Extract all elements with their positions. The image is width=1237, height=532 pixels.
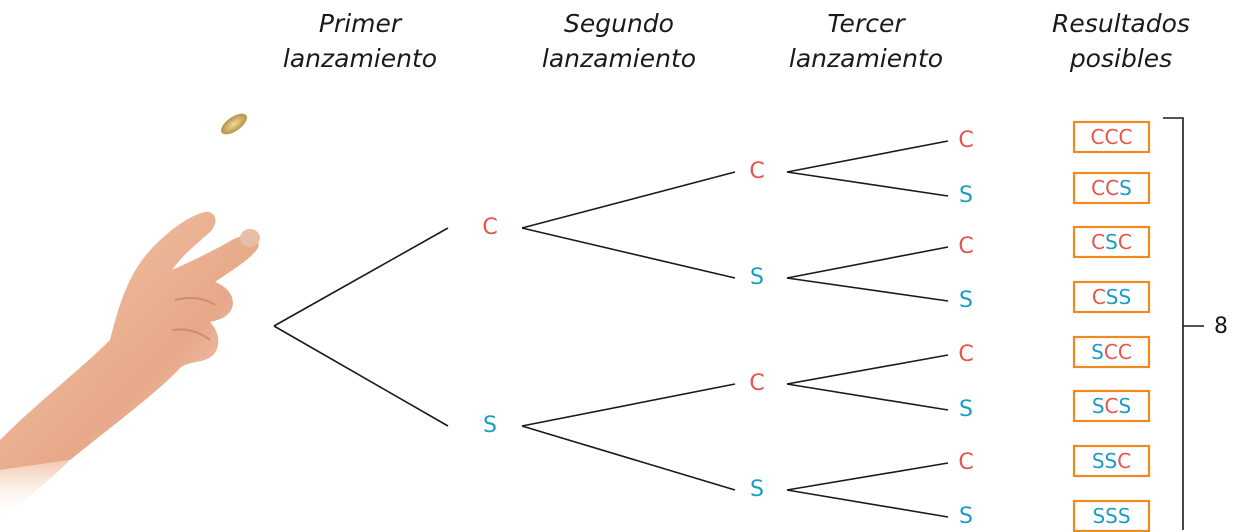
header-third-toss: Tercer lanzamiento: [766, 6, 966, 76]
result-letter-3-0: C: [1092, 285, 1106, 309]
node-third-c-0: C: [958, 128, 973, 153]
node-third-s-7: S: [959, 504, 973, 529]
result-box-0: [1072, 120, 1151, 154]
result-letter-1-1: C: [1105, 176, 1119, 200]
coin-icon: [221, 113, 247, 135]
result-text-2: CSC: [1091, 230, 1132, 254]
result-text-0: CCC: [1091, 125, 1133, 149]
result-box-1: [1072, 171, 1151, 205]
result-box-5: [1072, 389, 1151, 423]
branch-line-l2-0: [521, 171, 736, 229]
result-letter-0-0: C: [1091, 125, 1105, 149]
node-first-c-0: C: [482, 215, 497, 240]
node-third-s-3: S: [959, 288, 973, 313]
branch-line-l2-1: [521, 227, 736, 279]
total-count-label: 8: [1214, 314, 1228, 339]
branch-line-l3-0: [786, 140, 949, 173]
branch-line-l3-5: [786, 383, 949, 411]
result-box-6: [1072, 444, 1151, 478]
result-letter-7-1: S: [1105, 504, 1118, 528]
header-third-line2: lanzamiento: [788, 44, 944, 73]
header-first-line1: Primer: [318, 9, 402, 38]
branch-line-l1-1: [273, 325, 449, 427]
result-letter-7-0: S: [1092, 504, 1105, 528]
header-second-line1: Segundo: [564, 9, 674, 38]
result-letter-6-2: C: [1117, 449, 1131, 473]
node-second-c-0: C: [749, 159, 764, 184]
result-box-3: [1072, 280, 1151, 314]
node-second-s-3: S: [750, 477, 764, 502]
header-results: Resultados posibles: [1021, 6, 1221, 76]
branch-line-l3-3: [786, 277, 949, 302]
result-letter-6-0: S: [1092, 449, 1105, 473]
bracket-line: [1163, 117, 1184, 530]
result-letter-0-1: C: [1105, 125, 1119, 149]
branch-line-l3-6: [786, 462, 949, 491]
node-first-s-1: S: [483, 413, 497, 438]
result-text-4: SCC: [1091, 340, 1132, 364]
result-letter-4-2: C: [1118, 340, 1132, 364]
node-third-c-6: C: [958, 450, 973, 475]
result-text-1: CCS: [1091, 176, 1132, 200]
result-text-6: SSC: [1092, 449, 1131, 473]
branch-line-l2-2: [521, 383, 736, 427]
header-second-line2: lanzamiento: [541, 44, 697, 73]
result-letter-2-1: S: [1105, 230, 1118, 254]
header-first-line2: lanzamiento: [282, 44, 438, 73]
header-first-toss: Primer lanzamiento: [260, 6, 460, 76]
result-letter-5-0: S: [1092, 394, 1105, 418]
node-second-s-1: S: [750, 265, 764, 290]
node-second-c-2: C: [749, 371, 764, 396]
hand-flipping-coin-illustration: [0, 113, 260, 520]
hand-icon: [0, 211, 260, 520]
result-letter-6-1: S: [1105, 449, 1118, 473]
header-results-line2: posibles: [1069, 44, 1173, 73]
node-third-s-5: S: [959, 397, 973, 422]
branch-line-l3-4: [786, 354, 949, 385]
result-letter-4-0: S: [1091, 340, 1104, 364]
result-letter-2-0: C: [1091, 230, 1105, 254]
result-text-5: SCS: [1092, 394, 1131, 418]
header-results-line1: Resultados: [1052, 9, 1190, 38]
node-third-c-4: C: [958, 342, 973, 367]
result-text-3: CSS: [1092, 285, 1131, 309]
result-letter-5-2: S: [1118, 394, 1131, 418]
branch-line-l3-1: [786, 171, 949, 197]
result-letter-1-2: S: [1119, 176, 1132, 200]
result-letter-2-2: C: [1118, 230, 1132, 254]
node-third-s-1: S: [959, 183, 973, 208]
result-letter-7-2: S: [1118, 504, 1131, 528]
branch-line-l3-7: [786, 489, 949, 518]
result-letter-3-1: S: [1106, 285, 1119, 309]
branch-line-l1-0: [273, 227, 449, 327]
header-second-toss: Segundo lanzamiento: [519, 6, 719, 76]
result-box-7: [1072, 499, 1151, 532]
result-text-7: SSS: [1092, 504, 1130, 528]
result-letter-0-2: C: [1118, 125, 1132, 149]
result-letter-3-2: S: [1118, 285, 1131, 309]
node-third-c-2: C: [958, 234, 973, 259]
header-third-line1: Tercer: [827, 9, 905, 38]
branch-line-l2-3: [521, 425, 736, 491]
result-box-2: [1072, 225, 1151, 259]
branch-line-l3-2: [786, 246, 949, 279]
result-letter-5-1: C: [1105, 394, 1119, 418]
result-letter-1-0: C: [1091, 176, 1105, 200]
result-letter-4-1: C: [1104, 340, 1118, 364]
result-box-4: [1072, 335, 1151, 369]
